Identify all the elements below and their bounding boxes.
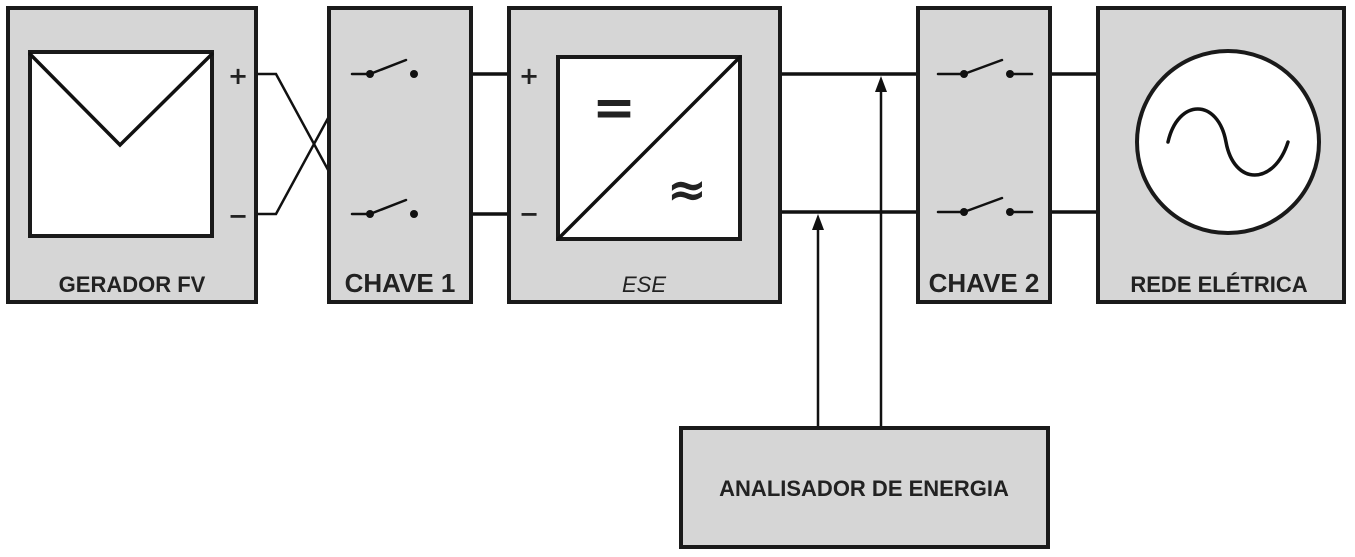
switch-icon <box>350 58 418 218</box>
inverter-plus-terminal: + <box>519 62 539 90</box>
pv-generator-block: + − GERADOR FV <box>6 6 258 304</box>
solar-panel-icon <box>28 50 214 238</box>
inverter-label: ESE <box>622 272 666 297</box>
grid-label: REDE ELÉTRICA <box>1130 272 1307 297</box>
dc-symbol: = <box>592 78 636 138</box>
inverter-icon: = ≈ <box>556 55 742 241</box>
switch-icon <box>936 58 1034 216</box>
ac-symbol: ≈ <box>667 162 707 218</box>
switch-2-label: CHAVE 2 <box>929 268 1040 298</box>
switch-2-block: CHAVE 2 <box>916 6 1052 304</box>
arrow-up-icon <box>875 76 887 92</box>
energy-analyzer-label: ANALISADOR DE ENERGIA <box>719 476 1009 501</box>
pv-plus-terminal: + <box>228 62 248 90</box>
inverter-block: + − = ≈ ESE <box>507 6 782 304</box>
ac-source-icon <box>1135 49 1321 235</box>
arrow-up-icon <box>812 214 824 230</box>
grid-block: REDE ELÉTRICA <box>1096 6 1346 304</box>
energy-analyzer-block: ANALISADOR DE ENERGIA <box>679 426 1050 549</box>
pv-minus-terminal: − <box>228 202 248 230</box>
measurement-leads <box>812 76 887 430</box>
switch-1-block: CHAVE 1 <box>327 6 473 304</box>
switch-1-label: CHAVE 1 <box>345 268 456 298</box>
inverter-minus-terminal: − <box>519 200 539 228</box>
pv-generator-label: GERADOR FV <box>59 272 206 297</box>
